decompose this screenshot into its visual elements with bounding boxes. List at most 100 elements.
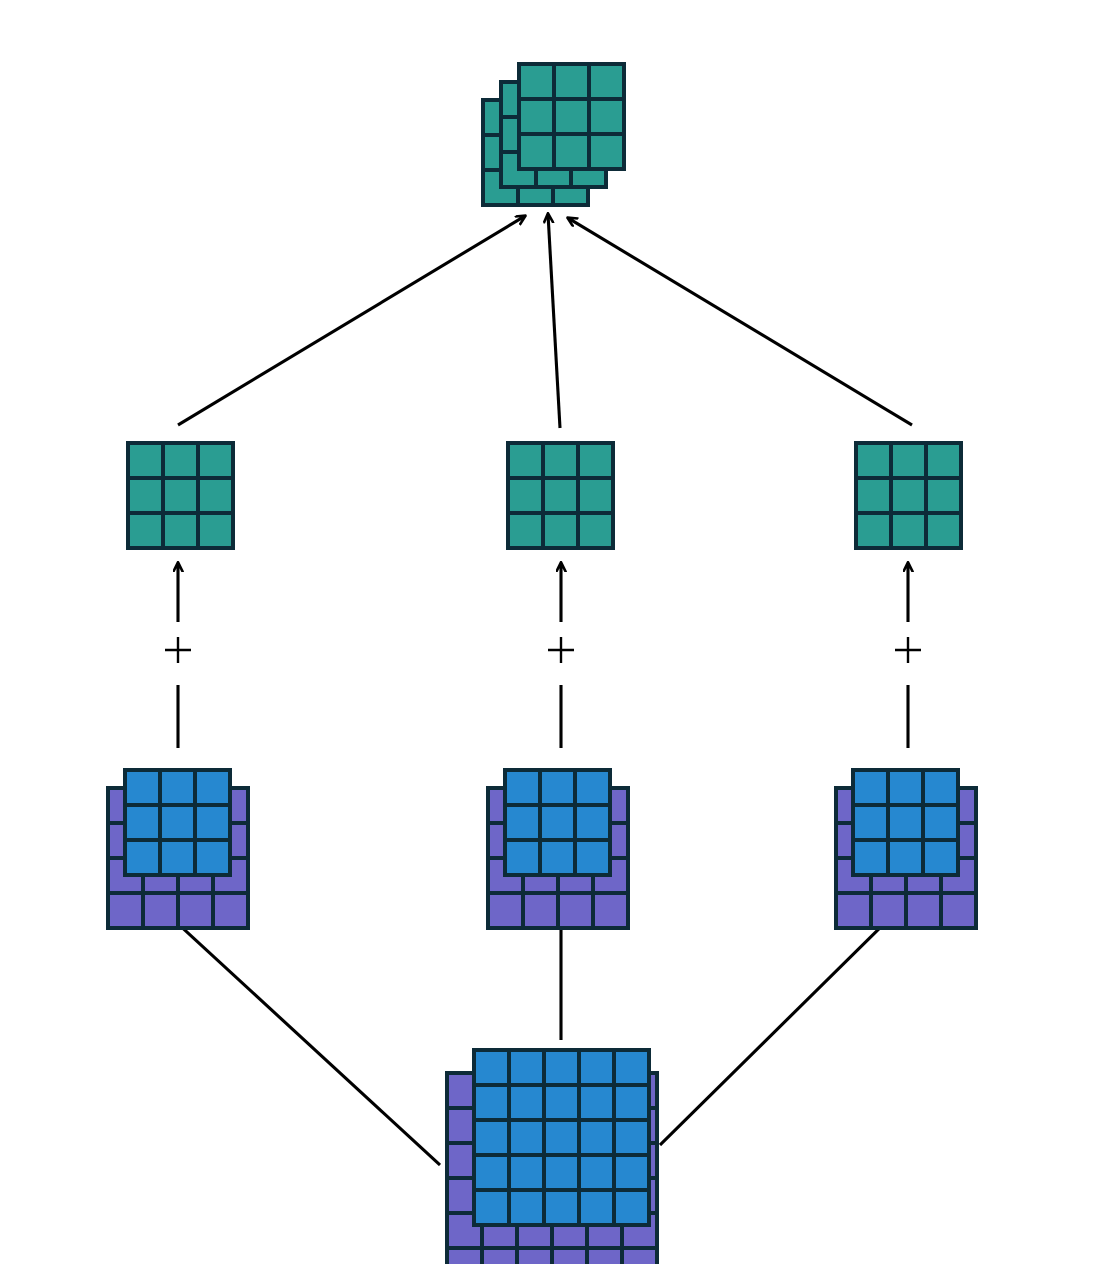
arrow-input-to-blue-right-arrow: [658, 910, 898, 1147]
grid-cell: [192, 837, 233, 878]
grid-cell: [506, 1187, 547, 1228]
grid-cell: [516, 96, 557, 137]
grid-cell: [551, 96, 592, 137]
grid-cell: [541, 1082, 582, 1123]
grid-cell: [122, 802, 163, 843]
padding-cell: [584, 1245, 625, 1264]
grid-cell: [885, 802, 926, 843]
teal-grid-right: [853, 440, 964, 551]
grid-cell: [575, 510, 616, 551]
grid-cell: [195, 475, 236, 516]
grid-cell: [505, 440, 546, 481]
arrow-right-to-output-arrow: [568, 218, 913, 427]
plus-right-plus-icon: [895, 637, 921, 663]
grid-cell: [575, 475, 616, 516]
grid-cell: [506, 1047, 547, 1088]
grid-cell: [471, 1187, 512, 1228]
padding-cell: [549, 1245, 590, 1264]
nodes-group: [105, 61, 979, 1264]
grid-cell: [541, 1152, 582, 1193]
grid-cell: [506, 1117, 547, 1158]
padding-cell: [868, 890, 909, 931]
grid-cell: [551, 61, 592, 102]
teal-grid-left-front: [125, 440, 236, 551]
grid-cell: [611, 1187, 652, 1228]
grid-cell: [195, 440, 236, 481]
arrow-left-to-output-arrow: [177, 216, 525, 427]
grid-cell: [850, 802, 891, 843]
grid-cell: [572, 767, 613, 808]
grid-cell: [502, 837, 543, 878]
grid-cell: [586, 96, 627, 137]
grid-cell: [157, 767, 198, 808]
grid-cell: [850, 767, 891, 808]
padding-cell: [105, 890, 146, 931]
grid-cell: [160, 440, 201, 481]
grid-cell: [853, 440, 894, 481]
grid-cell: [586, 131, 627, 172]
grid-cell: [125, 510, 166, 551]
grid-cell: [516, 61, 557, 102]
grid-cell: [575, 440, 616, 481]
grid-cell: [537, 802, 578, 843]
padding-cell: [938, 890, 979, 931]
grid-cell: [506, 1082, 547, 1123]
grid-cell: [888, 510, 929, 551]
grid-cell: [537, 837, 578, 878]
padding-cell: [590, 890, 631, 931]
blue-grid-with-purple-pad-right-front: [850, 767, 961, 878]
grid-cell: [576, 1152, 617, 1193]
input-grid-with-purple-pad-front: [471, 1047, 652, 1228]
grid-cell: [572, 802, 613, 843]
grid-cell: [611, 1047, 652, 1088]
padding-cell: [479, 1245, 520, 1264]
grid-cell: [576, 1187, 617, 1228]
grid-cell: [122, 767, 163, 808]
input-grid-with-purple-pad: [444, 1047, 660, 1264]
grid-cell: [160, 475, 201, 516]
grid-cell: [885, 767, 926, 808]
grid-cell: [122, 837, 163, 878]
grid-cell: [923, 475, 964, 516]
connectors-group: [163, 214, 913, 1167]
grid-cell: [540, 440, 581, 481]
grid-cell: [505, 475, 546, 516]
teal-grid-center-front: [505, 440, 616, 551]
arrow-input-to-blue-left-arrow: [163, 910, 442, 1167]
grid-cell: [611, 1152, 652, 1193]
grid-cell: [157, 802, 198, 843]
grid-cell: [923, 510, 964, 551]
plus-center-plus-icon: [548, 637, 574, 663]
grid-cell: [471, 1117, 512, 1158]
grid-cell: [540, 510, 581, 551]
grid-cell: [611, 1082, 652, 1123]
grid-cell: [506, 1152, 547, 1193]
grid-cell: [923, 440, 964, 481]
blue-grid-with-purple-pad-center: [485, 767, 631, 931]
blue-grid-with-purple-pad-left-front: [122, 767, 233, 878]
grid-cell: [157, 837, 198, 878]
blue-grid-with-purple-pad-center-front: [502, 767, 613, 878]
grid-cell: [576, 1082, 617, 1123]
output-feature-map-stack-layer-3: [516, 61, 627, 172]
teal-grid-center: [505, 440, 616, 551]
grid-cell: [551, 131, 592, 172]
grid-cell: [192, 802, 233, 843]
arrow-center-to-output-arrow: [548, 214, 562, 429]
grid-cell: [502, 767, 543, 808]
padding-cell: [175, 890, 216, 931]
padding-cell: [555, 890, 596, 931]
padding-cell: [520, 890, 561, 931]
grid-cell: [920, 837, 961, 878]
blue-grid-with-purple-pad-right: [833, 767, 979, 931]
teal-grid-left: [125, 440, 236, 551]
grid-cell: [920, 767, 961, 808]
grid-cell: [537, 767, 578, 808]
padding-cell: [140, 890, 181, 931]
grid-cell: [471, 1152, 512, 1193]
grid-cell: [541, 1117, 582, 1158]
grid-cell: [471, 1047, 512, 1088]
grid-cell: [160, 510, 201, 551]
